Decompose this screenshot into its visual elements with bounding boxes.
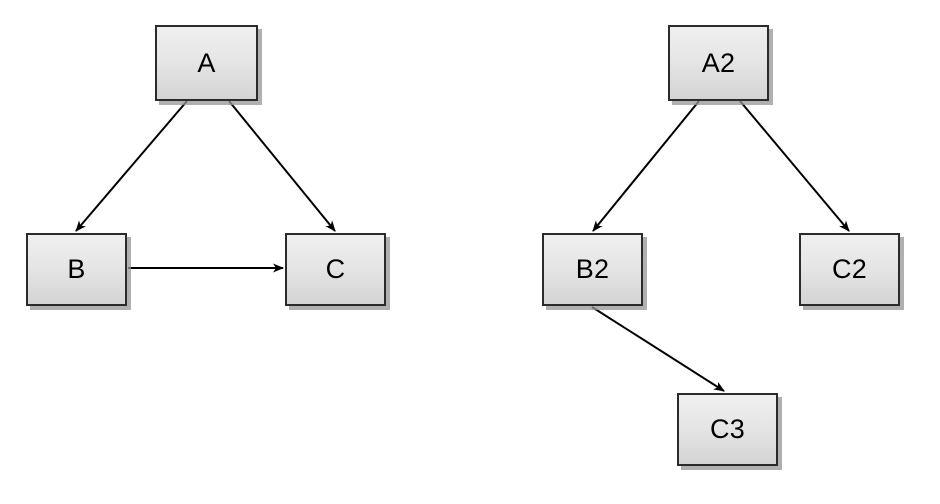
node-b2[interactable]: B2 bbox=[542, 233, 643, 306]
node-a2-label: A2 bbox=[701, 47, 736, 78]
node-a2[interactable]: A2 bbox=[668, 25, 769, 101]
node-c2-label: C2 bbox=[832, 254, 867, 284]
node-b2-label: B2 bbox=[575, 254, 610, 284]
node-c3-label: C3 bbox=[710, 414, 745, 444]
node-a-label: A bbox=[197, 47, 216, 78]
node-b-label: B bbox=[67, 254, 86, 284]
node-c-label: C bbox=[325, 254, 346, 284]
edge-a-b bbox=[75, 100, 188, 232]
node-a[interactable]: A bbox=[155, 25, 258, 101]
edge-group bbox=[75, 100, 850, 392]
edge-a-c bbox=[228, 100, 336, 232]
node-c3[interactable]: C3 bbox=[677, 393, 778, 466]
edge-b2-c3 bbox=[591, 306, 725, 392]
edge-a2-c2 bbox=[739, 100, 850, 232]
node-c[interactable]: C bbox=[285, 233, 386, 306]
node-b[interactable]: B bbox=[26, 233, 127, 306]
edge-a2-b2 bbox=[592, 100, 700, 232]
node-c2[interactable]: C2 bbox=[799, 233, 900, 306]
